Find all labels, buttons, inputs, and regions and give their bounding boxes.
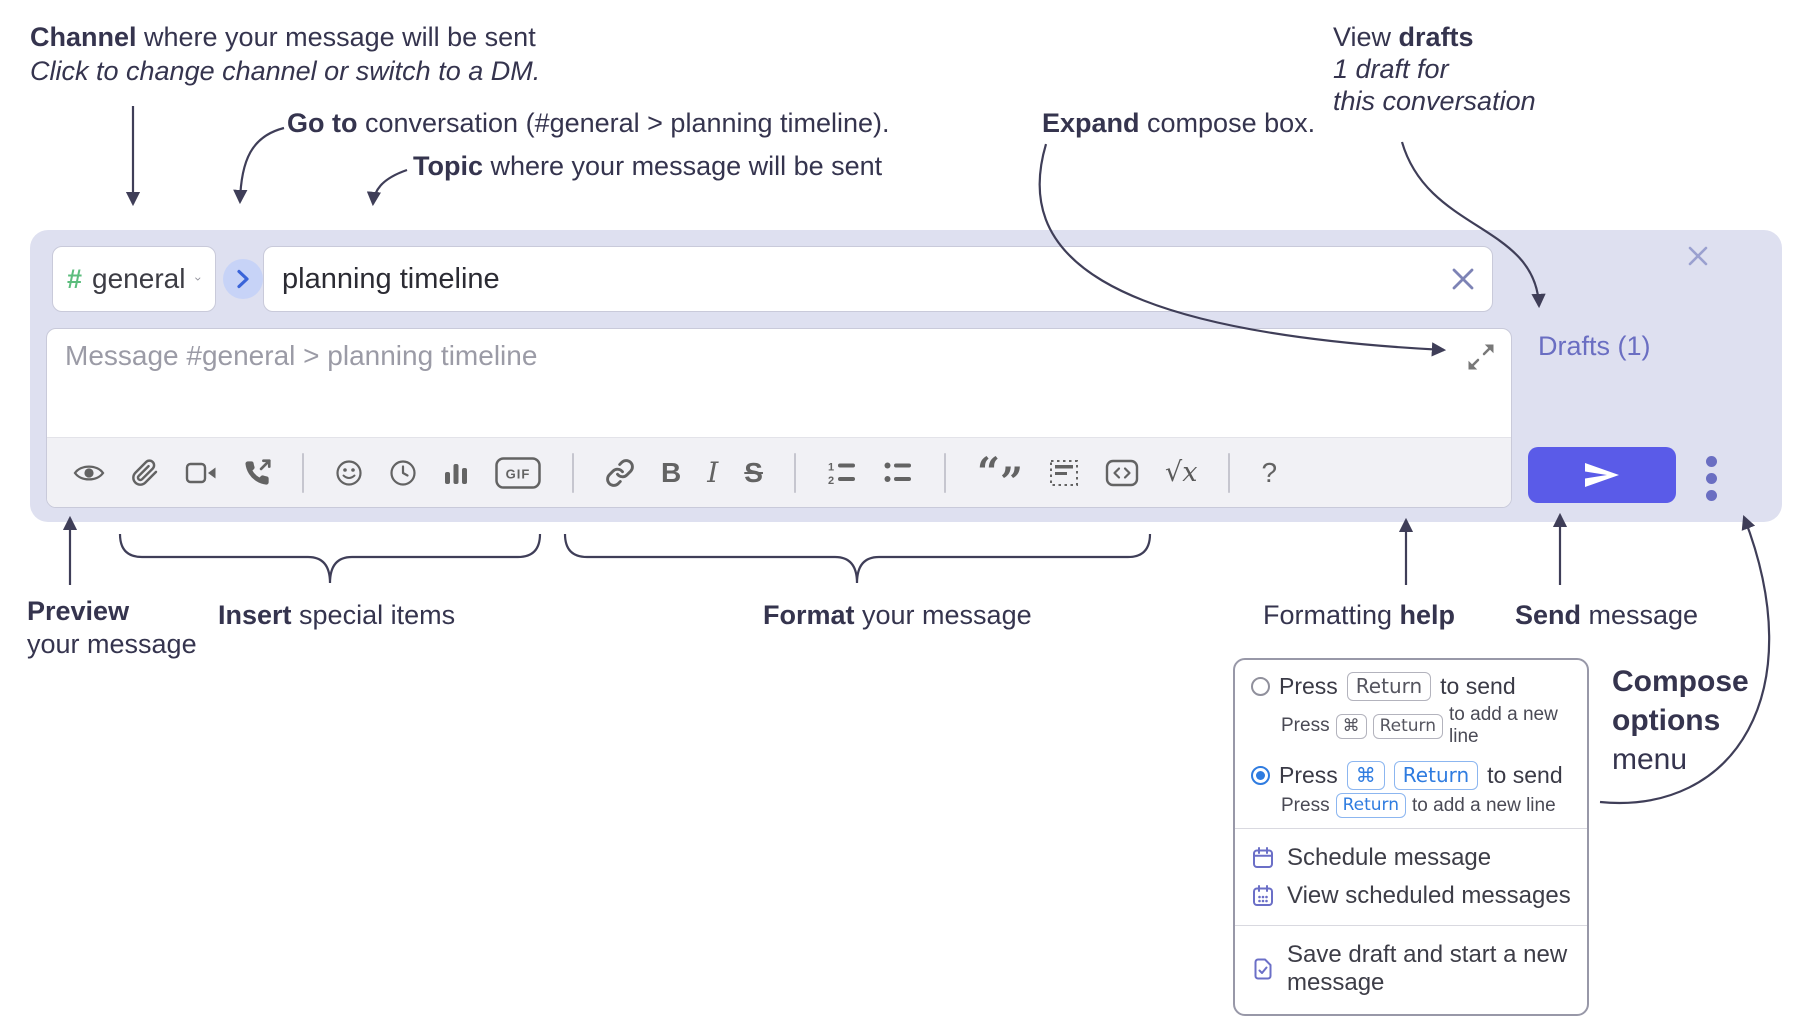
schedule-clock-icon[interactable] [389, 459, 417, 487]
svg-text:2: 2 [828, 475, 834, 486]
video-call-icon[interactable] [185, 461, 217, 485]
drafts-link[interactable]: Drafts (1) [1538, 331, 1651, 361]
annotation-preview: Preview your message [27, 596, 197, 659]
compose-options-ellipsis[interactable] [1706, 456, 1718, 501]
key-cmd: ⌘ [1346, 761, 1385, 790]
option-enter-to-send[interactable]: Press Return to send [1251, 672, 1571, 701]
option-cmd-enter-to-send-sub: Press Return to add a new line [1281, 793, 1571, 818]
compose-box: # general Drafts (1) [30, 230, 1782, 522]
numbered-list-icon[interactable]: 1 2 [827, 460, 857, 486]
channel-hash-icon: # [67, 263, 83, 294]
connector-topic [366, 168, 408, 207]
compose-options-menu: Press Return to send Press ⌘ Return to a… [1233, 658, 1589, 1016]
message-area: GIF B I S 1 2 [46, 328, 1512, 508]
poll-chart-icon[interactable] [443, 460, 469, 486]
menu-divider [1235, 925, 1587, 926]
menu-item-schedule-message[interactable]: Schedule message [1251, 839, 1571, 877]
gif-icon[interactable]: GIF [495, 456, 541, 489]
key-cmd: ⌘ [1335, 713, 1367, 739]
voice-call-icon[interactable] [243, 458, 271, 487]
preview-eye-icon[interactable] [73, 461, 105, 485]
spoiler-icon[interactable] [1049, 459, 1079, 487]
quote-icon[interactable]: “” [976, 448, 1024, 506]
strikethrough-icon[interactable]: S [744, 456, 763, 488]
bulleted-list-icon[interactable] [883, 460, 913, 486]
attach-paperclip-icon[interactable] [131, 458, 159, 487]
emoji-icon[interactable] [335, 459, 363, 487]
key-return: Return [1346, 672, 1432, 701]
annotation-view-drafts: View drafts 1 draft for this conversatio… [1333, 22, 1536, 116]
toolbar-divider [1228, 452, 1231, 493]
go-to-conversation-button[interactable] [223, 259, 263, 299]
send-plane-icon [1585, 463, 1619, 487]
key-return: Return [1393, 761, 1479, 790]
connector-goto [233, 126, 285, 205]
channel-name: general [92, 263, 186, 294]
annotation-channel: Channel where your message will be sent … [30, 22, 541, 86]
italic-icon[interactable]: I [707, 455, 719, 489]
toolbar-divider [302, 452, 304, 493]
annotation-topic: Topic where your message will be sent [413, 151, 883, 181]
topic-input-box [263, 246, 1493, 312]
expand-compose-icon[interactable] [1465, 341, 1497, 373]
calendar-dots-icon [1253, 885, 1273, 906]
annotation-compose-options: Compose options menu [1612, 665, 1749, 776]
option-cmd-enter-to-send[interactable]: Press ⌘ Return to send [1251, 761, 1571, 790]
bold-icon[interactable]: B [661, 456, 682, 488]
chevron-right-icon [237, 269, 249, 289]
toolbar-divider [572, 452, 574, 493]
annotation-channel-sub: Click to change channel or switch to a D… [30, 56, 541, 86]
menu-item-save-draft[interactable]: Save draft and start a new message [1251, 936, 1571, 1002]
compose-toolbar: GIF B I S 1 2 [47, 437, 1511, 507]
radio-unselected[interactable] [1251, 677, 1270, 696]
annotation-expand: Expand compose box. [1042, 108, 1316, 138]
link-icon[interactable] [605, 458, 635, 488]
toolbar-divider [943, 452, 946, 493]
annotation-insert: Insert special items [218, 600, 456, 630]
svg-text:GIF: GIF [506, 466, 531, 481]
annotation-send: Send message [1515, 600, 1699, 630]
chevron-down-icon [195, 277, 201, 281]
channel-selector[interactable]: # general [52, 246, 216, 312]
clear-topic-icon[interactable] [1450, 266, 1476, 292]
annotation-channel-bold: Channel [30, 22, 137, 52]
formatting-help-icon[interactable]: ? [1261, 456, 1278, 488]
svg-text:1: 1 [828, 461, 834, 473]
code-icon[interactable] [1105, 459, 1139, 487]
option-enter-to-send-sub: Press ⌘ Return to add a new line [1281, 704, 1558, 747]
key-return: Return [1335, 793, 1406, 818]
annotation-goto: Go to conversation (#general > planning … [287, 108, 890, 138]
annotation-format: Format your message [763, 600, 1032, 630]
brace-insert [118, 533, 542, 584]
menu-item-view-scheduled-messages[interactable]: View scheduled messages [1251, 877, 1571, 915]
send-button[interactable] [1528, 447, 1676, 503]
radio-selected[interactable] [1251, 766, 1270, 785]
math-icon[interactable]: √x [1165, 457, 1198, 488]
topic-input[interactable] [280, 261, 1450, 297]
toolbar-divider [793, 452, 796, 493]
menu-divider [1235, 828, 1587, 829]
calendar-icon [1253, 847, 1273, 868]
brace-format [563, 533, 1152, 584]
annotation-formatting-help: Formatting help [1263, 600, 1456, 630]
close-compose-icon[interactable] [1682, 240, 1714, 277]
key-return: Return [1372, 713, 1443, 739]
document-check-icon [1254, 958, 1272, 980]
message-input[interactable] [63, 339, 1307, 373]
